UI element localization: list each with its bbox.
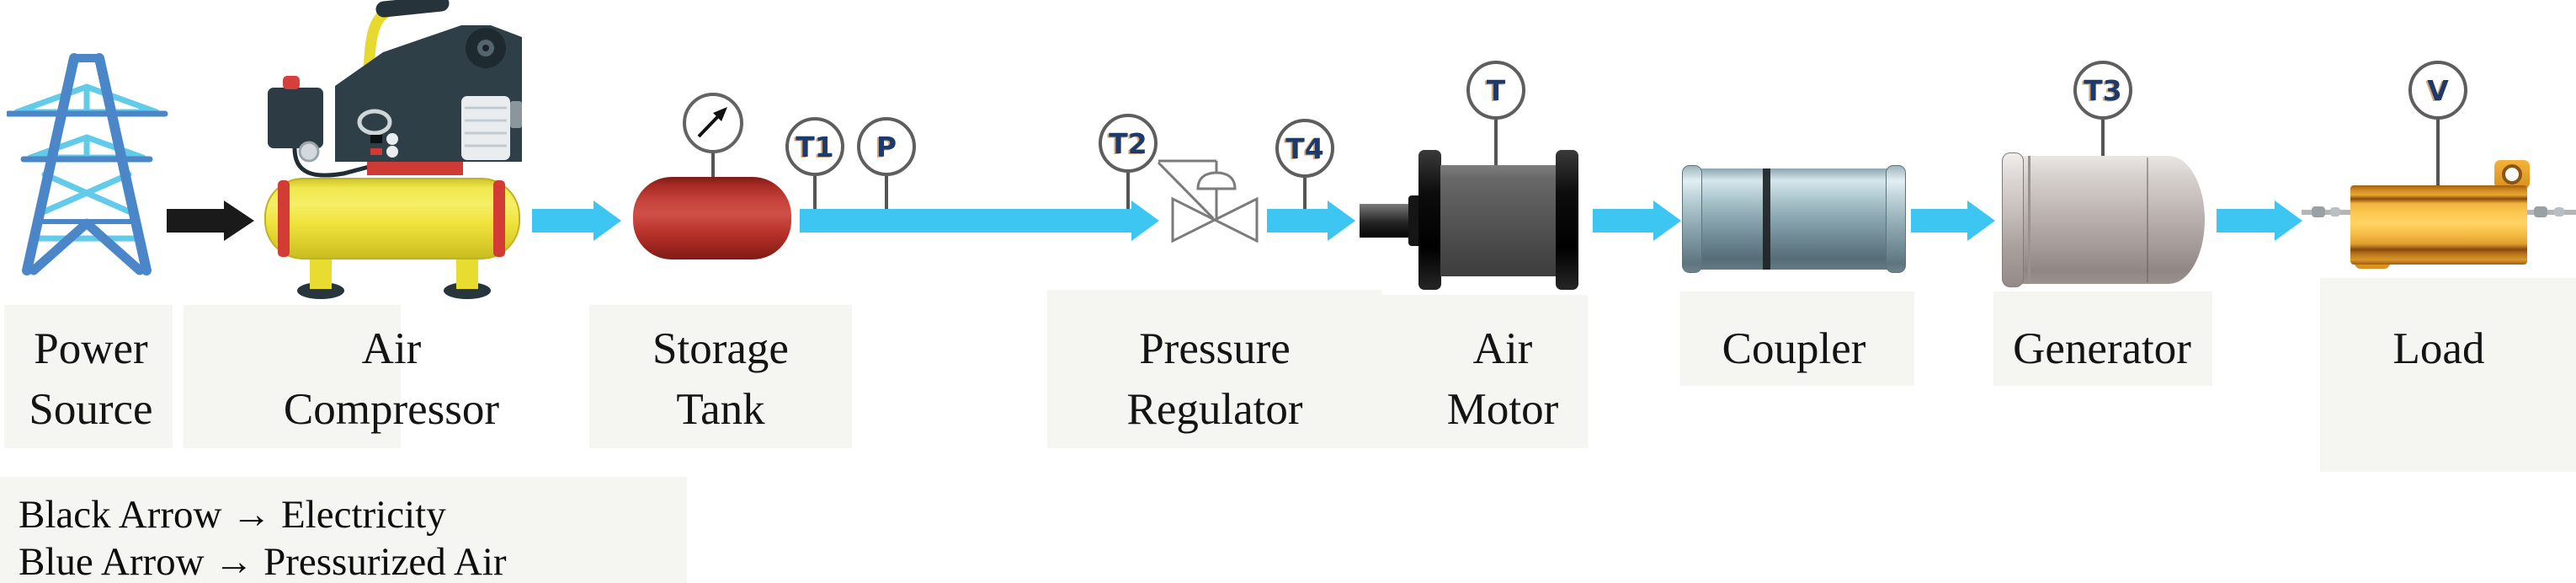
load-mount-tab-top [2494,160,2530,189]
generator-ring [2028,156,2030,284]
coupler-rim-left [1682,165,1702,273]
flow-arrow-generator-load [2217,201,2302,241]
flow-arrow-coupler-generator [1911,201,1995,241]
air-compressor-icon [261,0,539,300]
air-motor-icon [1360,150,1580,290]
motor-flange-right [1556,150,1578,290]
sensor-t1: T1 [785,117,844,176]
sensor-t-stem [1494,118,1498,167]
label-box-air-compressor [184,305,401,448]
label-box-power-source [4,305,173,448]
sensor-p-label: P [876,130,897,163]
label-box-coupler [1680,292,1914,386]
sensor-t1-stem [813,174,817,211]
coupler-icon [1682,165,1906,273]
sensor-t4-stem [1303,175,1307,211]
flow-arrow-tank-regulator [800,201,1159,241]
motor-body [1440,165,1557,276]
coupler-body [1699,168,1889,270]
transmission-tower-icon [7,46,168,282]
label-storage-tank: Storage Tank [652,324,789,434]
label-box-air-motor [1362,295,1588,448]
load-lead-left [2302,210,2352,215]
sensor-t2-label: T2 [1109,126,1147,160]
sensor-p-stem [885,174,888,211]
generator-icon [2002,152,2205,287]
label-pressure-regulator: Pressure Regulator [1126,324,1303,434]
label-box-pressure-regulator [1047,290,1382,448]
sensor-t2-stem [1126,171,1130,211]
legend-blue-arrow: Blue Arrow → Pressurized Air [19,540,507,583]
sensor-p: P [857,117,916,176]
legend-black-arrow: Black Arrow → Electricity [19,493,446,537]
sensor-v: V [2408,61,2467,120]
coupler-band [1763,168,1770,270]
label-box-load [2320,278,2576,472]
sensor-t3-label: T3 [2084,73,2122,107]
flow-arrow-regulator-motor [1267,201,1355,241]
gauge-stem [711,151,715,179]
legend: Black Arrow → Electricity Blue Arrow → P… [19,491,507,583]
load-lead-right [2527,210,2576,215]
label-generator: Generator [2013,324,2191,373]
sensor-v-stem [2436,118,2440,187]
flow-arrow-motor-coupler [1593,201,1681,241]
motor-flange-left [1418,150,1441,290]
sensor-t2: T2 [1099,114,1158,173]
label-power-source: Power Source [29,324,153,434]
gauge-needle-icon [697,107,727,138]
label-air-compressor: Air Compressor [283,324,500,434]
label-coupler: Coupler [1722,324,1866,373]
pressure-gauge-icon [683,93,743,153]
electricity-arrow [167,201,254,241]
sensor-t1-label: T1 [796,130,834,163]
label-box-storage-tank [589,305,852,448]
label-box-generator [1993,292,2212,386]
label-load: Load [2392,324,2485,373]
flow-arrow-compressor-tank [532,201,621,241]
sensor-t3: T3 [2073,61,2132,120]
storage-tank-icon [633,177,791,259]
legend-box [0,477,687,583]
actuator-dome-icon [1196,171,1237,190]
generator-rim [2002,152,2024,287]
generator-seam [2147,158,2148,282]
sensor-t: T [1466,61,1525,120]
label-air-motor: Air Motor [1446,324,1559,434]
sensor-t4: T4 [1275,119,1334,178]
control-valve-icon [1153,152,1271,249]
load-resistor-icon [2302,156,2576,270]
sensor-t-label: T [1486,73,1506,107]
sensor-t3-stem [2101,118,2105,158]
sensor-t4-label: T4 [1285,131,1324,165]
load-resistor-body [2350,185,2527,265]
sensor-v-label: V [2427,73,2449,107]
coupler-rim-right [1886,165,1906,273]
generator-body [2020,156,2205,284]
